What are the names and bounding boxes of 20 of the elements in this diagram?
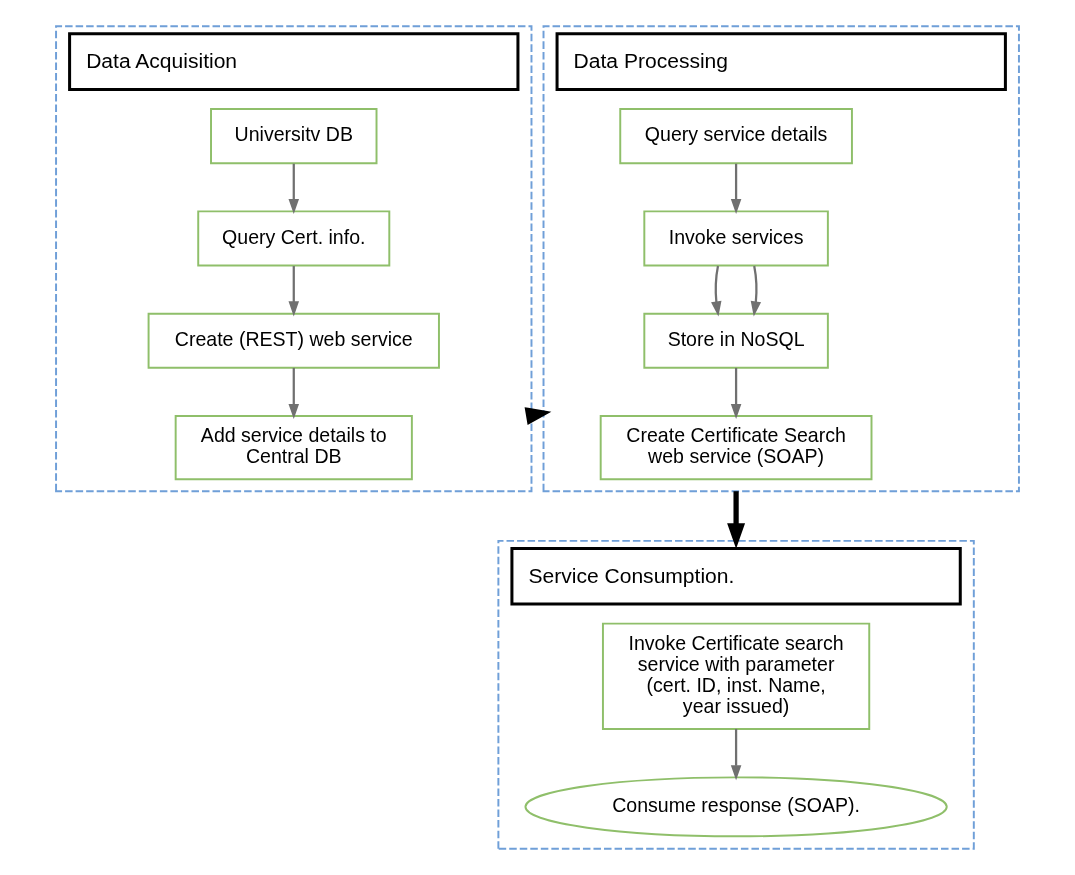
node-box: Invoke Certificate search service with parameter (cert. ID, inst. Name, year issued) bbox=[601, 622, 871, 730]
arrow bbox=[730, 728, 742, 781]
node-box: Invoke services bbox=[643, 210, 829, 267]
node-ellipse: Consume response (SOAP). bbox=[524, 776, 948, 838]
node-box: Query Cert. info. bbox=[197, 210, 391, 267]
arrow bbox=[711, 265, 722, 317]
arrow bbox=[730, 367, 742, 419]
node-box: Universitv DB bbox=[210, 108, 378, 165]
arrow bbox=[288, 163, 300, 215]
arrow bbox=[750, 265, 762, 317]
node-box: Create Certificate Search web service (SOAP) bbox=[599, 415, 873, 481]
arrow bbox=[727, 491, 746, 549]
node-box: Create (REST) web service bbox=[147, 312, 440, 369]
node-box: Query service details bbox=[619, 108, 853, 165]
arrow bbox=[288, 367, 300, 419]
node-box: Add service details to Central DB bbox=[174, 415, 413, 481]
node-box: Store in NoSQL bbox=[643, 312, 829, 369]
arrow bbox=[730, 163, 742, 215]
arrow bbox=[524, 407, 552, 425]
arrow bbox=[288, 266, 300, 317]
